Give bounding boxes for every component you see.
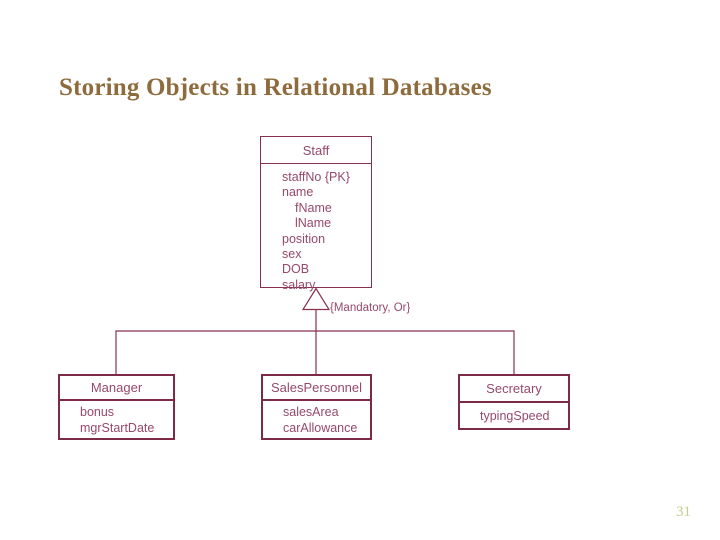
attribute: salary — [282, 277, 316, 292]
class-box-manager: Manager bonus mgrStartDate — [58, 374, 175, 440]
class-name-manager: Manager — [60, 376, 173, 401]
class-box-salespersonnel: SalesPersonnel salesArea carAllowance — [261, 374, 372, 440]
attribute: staffNo {PK} — [282, 170, 350, 184]
class-attributes-salespersonnel: salesArea carAllowance — [263, 401, 370, 436]
class-attributes-manager: bonus mgrStartDate — [60, 401, 173, 436]
class-box-staff: Staff staffNo {PK} name fName lName posi… — [260, 136, 372, 292]
constraint-annotation: {Mandatory, Or} — [330, 302, 411, 314]
slide-title: Storing Objects in Relational Databases — [59, 74, 492, 101]
attribute: sex — [282, 247, 302, 262]
class-name-secretary: Secretary — [460, 376, 568, 403]
attribute: typingSpeed — [480, 409, 550, 423]
attribute: DOB — [282, 262, 310, 277]
class-attributes-staff: staffNo {PK} name fName lName position s… — [261, 164, 371, 293]
attribute: carAllowance — [283, 421, 358, 435]
attribute: lName — [295, 216, 332, 231]
attribute: name — [282, 185, 314, 200]
class-box-secretary: Secretary typingSpeed — [458, 374, 570, 430]
attribute: mgrStartDate — [80, 421, 155, 435]
class-name-staff: Staff — [261, 137, 371, 164]
attribute: position — [282, 231, 326, 246]
page-number: 31 — [676, 504, 691, 520]
attribute: fName — [295, 200, 332, 215]
class-name-salespersonnel: SalesPersonnel — [263, 376, 370, 401]
attribute: bonus — [80, 405, 115, 419]
attribute: salesArea — [283, 405, 339, 419]
class-attributes-secretary: typingSpeed — [460, 403, 568, 424]
